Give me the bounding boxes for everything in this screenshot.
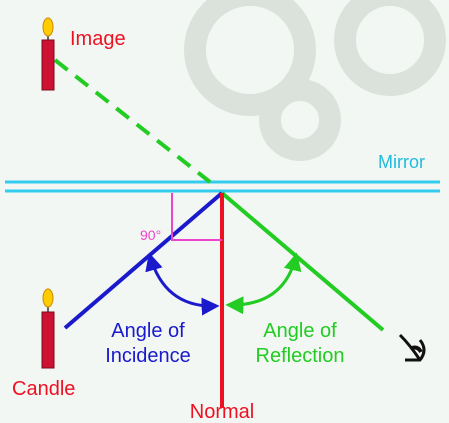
reflected-ray bbox=[220, 191, 385, 332]
incidence-label-line2: Incidence bbox=[105, 345, 191, 367]
right-angle-label: 90° bbox=[140, 227, 161, 243]
candle-icon bbox=[41, 288, 55, 369]
reflection-label-line2: Reflection bbox=[256, 345, 345, 367]
image-label: Image bbox=[70, 28, 126, 50]
incidence-arc bbox=[145, 252, 220, 316]
virtual-ray bbox=[53, 58, 212, 184]
image-candle-icon bbox=[41, 17, 55, 91]
normal-label: Normal bbox=[190, 401, 254, 423]
incident-ray bbox=[63, 191, 224, 330]
candle-label: Candle bbox=[12, 378, 75, 400]
reflection-arc bbox=[225, 252, 302, 315]
incidence-label-line1: Angle of bbox=[111, 320, 185, 342]
mirror-label: Mirror bbox=[378, 152, 425, 172]
right-angle-marker bbox=[171, 193, 222, 241]
eye-icon bbox=[398, 333, 426, 362]
reflection-label-line1: Angle of bbox=[263, 320, 337, 342]
watermark bbox=[184, 0, 446, 161]
